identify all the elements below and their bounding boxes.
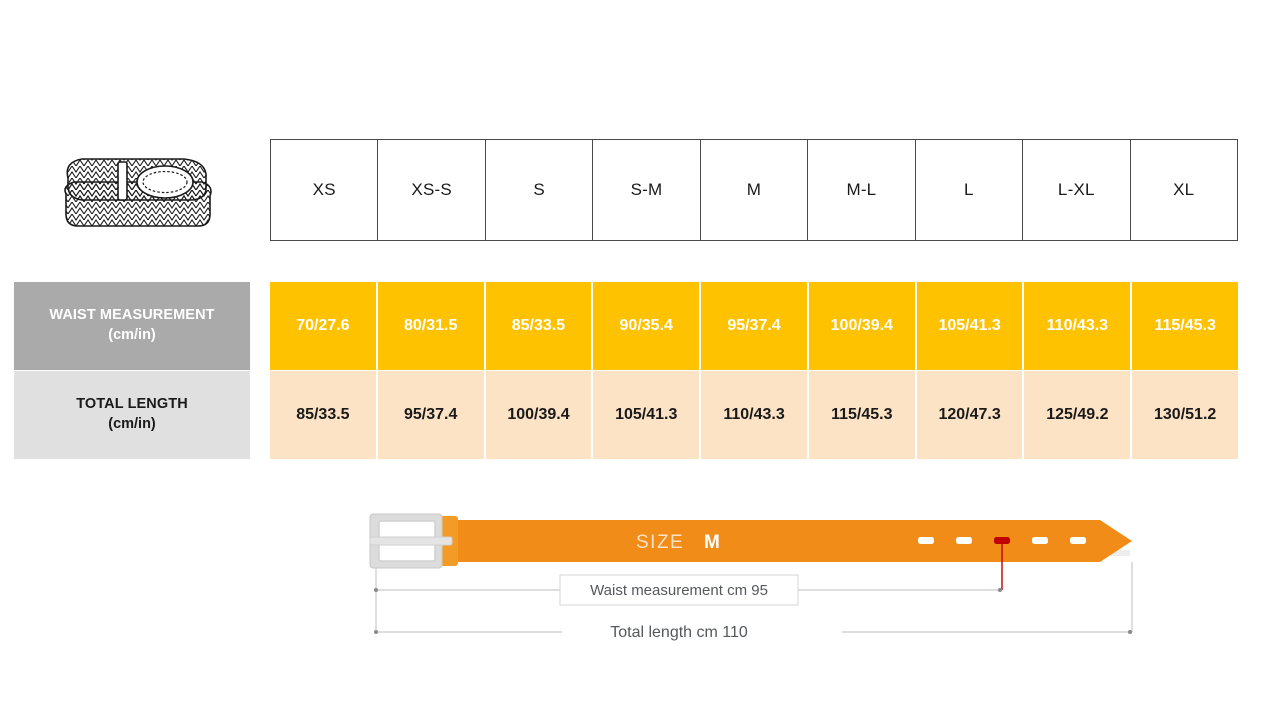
total-dimension-endpoint [1128,630,1132,634]
length-value-cell: 100/39.4 [485,371,594,459]
waist-dimension-endpoint [374,588,378,592]
total-dimension-endpoint [374,630,378,634]
waist-value-cell: 90/35.4 [593,282,702,370]
waist-measurement-row: WAIST MEASUREMENT (cm/in) 70/27.6 80/31.… [14,282,1239,370]
total-length-row: TOTAL LENGTH (cm/in) 85/33.5 95/37.4 100… [14,371,1239,459]
belt-hole [956,537,972,544]
length-value-cell: 105/41.3 [593,371,702,459]
size-header-cell: S [486,140,594,240]
waist-dimension-label: Waist measurement cm 95 [590,582,768,599]
waist-value-cell: 115/45.3 [1132,282,1239,370]
size-header-cell: M-L [808,140,916,240]
braided-belt-illustration [52,142,222,242]
belt-hole [1032,537,1048,544]
length-value-cell: 95/37.4 [377,371,486,459]
belt-size-caption-label: SIZE [636,532,684,553]
belt-hole [1070,537,1086,544]
size-header-cell: M [701,140,809,240]
size-header-cell: XS [271,140,379,240]
waist-value-cell: 95/37.4 [701,282,809,370]
waist-value-cell: 105/41.3 [916,282,1025,370]
belt-hole [918,537,934,544]
waist-dimension-endpoint [998,588,1002,592]
belt-hole-active [994,537,1010,544]
waist-value-cell: 100/39.4 [808,282,917,370]
belt-buckle [369,513,453,569]
row-label-main: WAIST MEASUREMENT [49,307,215,324]
waist-measurement-label: WAIST MEASUREMENT (cm/in) [14,282,250,370]
waist-measurement-cells: 70/27.6 80/31.5 85/33.5 90/35.4 95/37.4 … [270,282,1239,370]
size-header-cell: L-XL [1023,140,1131,240]
length-value-cell: 125/49.2 [1024,371,1133,459]
waist-value-cell: 110/43.3 [1024,282,1133,370]
row-label-unit: (cm/in) [108,416,156,432]
belt-size-caption-value: M [704,532,720,553]
size-header-cell: XL [1173,180,1195,199]
size-header-cell: XS-S [378,140,486,240]
length-value-cell: 115/45.3 [808,371,917,459]
belt-measurement-diagram: SIZE M Waist measurement cm 95 [340,498,1180,658]
row-label-unit: (cm/in) [108,327,156,343]
total-length-cells: 85/33.5 95/37.4 100/39.4 105/41.3 110/43… [270,371,1239,459]
size-header-cell: L [916,140,1024,240]
total-dimension-label: Total length cm 110 [610,624,748,641]
waist-value-cell: 70/27.6 [270,282,378,370]
size-header-row: XS XS-S S S-M M M-L L L-XL XL [270,139,1238,241]
total-dimension-label-backing [562,618,842,646]
row-label-main: TOTAL LENGTH [76,396,188,413]
size-header-cell: S-M [593,140,701,240]
waist-value-cell: 80/31.5 [377,282,486,370]
length-value-cell: 110/43.3 [701,371,809,459]
waist-dimension-label-box [559,574,799,606]
waist-value-cell: 85/33.5 [485,282,594,370]
length-value-cell: 130/51.2 [1132,371,1239,459]
belt-strap [436,520,1132,562]
length-value-cell: 85/33.5 [270,371,378,459]
length-value-cell: 120/47.3 [916,371,1025,459]
row-spacer [250,282,270,370]
total-length-label: TOTAL LENGTH (cm/in) [14,371,250,459]
row-spacer [250,371,270,459]
